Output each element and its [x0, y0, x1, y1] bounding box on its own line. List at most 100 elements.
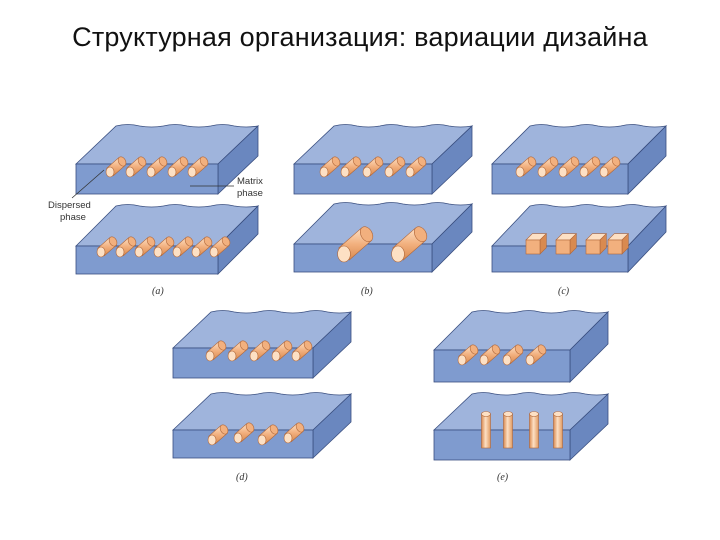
fiber-end	[491, 344, 501, 355]
slab-top-face	[171, 310, 353, 349]
fiber-end	[331, 156, 341, 167]
dispersed-leader-line	[71, 169, 105, 199]
slab-e-bottom	[432, 392, 610, 461]
slab-b-top	[292, 124, 474, 195]
slab-top-face	[171, 392, 353, 431]
slab-e-top	[433, 310, 610, 383]
fiber-end	[137, 156, 147, 167]
caption-c: (c)	[558, 286, 570, 297]
slab-front-face	[433, 429, 571, 461]
caption-e: (e)	[497, 472, 509, 483]
fiber-end	[261, 340, 271, 351]
fiber-cross-section	[405, 166, 415, 178]
fiber-end	[549, 156, 559, 167]
fiber-cross-section	[209, 246, 219, 258]
fiber-end	[396, 156, 406, 167]
slab-b-bottom	[293, 202, 474, 273]
fiber-end	[413, 226, 428, 242]
slab-top-face	[433, 310, 610, 351]
fiber-cross-section	[537, 166, 547, 178]
fiber-cross-section	[172, 246, 182, 258]
fiber-end	[269, 424, 279, 435]
fiber-cross-section	[599, 166, 609, 178]
fiber-end	[221, 236, 231, 247]
fiber-cross-section	[207, 434, 217, 446]
fiber-cross-section	[515, 166, 525, 178]
slide-title: Структурная организация: вариации дизайн…	[72, 22, 648, 52]
fiber-cross-section	[105, 166, 115, 178]
fiber-cross-section	[187, 166, 197, 178]
slab-top-face	[75, 204, 260, 247]
slab-d-top	[171, 310, 353, 379]
slab-d-bottom	[171, 392, 353, 459]
fiber-cross-section	[391, 245, 405, 263]
fiber-end	[303, 340, 313, 351]
caption-a: (a)	[152, 286, 164, 297]
vertical-fiber-top	[503, 411, 513, 417]
fiber-cross-section	[115, 246, 125, 258]
slab-a-top	[74, 124, 260, 195]
slab-top-face	[491, 124, 668, 165]
fiber-cross-section	[146, 166, 156, 178]
fiber-end	[469, 344, 479, 355]
fiber-cross-section	[340, 166, 350, 178]
fiber-end	[417, 156, 427, 167]
fiber-end	[219, 424, 229, 435]
fiber-cross-section	[558, 166, 568, 178]
caption-b: (b)	[361, 286, 373, 297]
fiber-end	[217, 340, 227, 351]
fiber-end	[359, 226, 374, 242]
slab-top-face	[74, 124, 260, 165]
fiber-cross-section	[479, 354, 489, 366]
fiber-end	[117, 156, 127, 167]
slab-c-bottom	[491, 204, 668, 274]
fiber-end	[245, 422, 255, 433]
cube-particle-front	[525, 239, 541, 255]
slab-layer	[74, 124, 668, 461]
fiber-cross-section	[227, 350, 237, 362]
fiber-cross-section	[337, 245, 351, 263]
fiber-end	[179, 156, 189, 167]
matrix-phase-label-1: Matrix	[237, 176, 263, 187]
fiber-end	[514, 344, 524, 355]
vertical-fiber	[529, 413, 539, 449]
cube-particle-front	[585, 239, 601, 255]
slab-top-face	[292, 124, 474, 165]
fiber-cross-section	[191, 246, 201, 258]
fiber-cross-section	[283, 432, 293, 444]
slab-top-face	[432, 392, 610, 431]
fiber-end	[239, 340, 249, 351]
fiber-cross-section	[96, 246, 106, 258]
fiber-end	[570, 156, 580, 167]
fiber-cross-section	[457, 354, 467, 366]
fiber-cross-section	[319, 166, 329, 178]
fiber-end	[203, 236, 213, 247]
fiber-end	[537, 344, 547, 355]
fiber-cross-section	[134, 246, 144, 258]
fiber-cross-section	[384, 166, 394, 178]
fiber-cross-section	[167, 166, 177, 178]
fiber-cross-section	[249, 350, 259, 362]
fiber-end	[165, 236, 175, 247]
fiber-end	[283, 340, 293, 351]
vertical-fiber-top	[529, 411, 539, 417]
fiber-cross-section	[271, 350, 281, 362]
slab-top-face	[293, 202, 474, 245]
fiber-end	[352, 156, 362, 167]
vertical-fiber	[553, 413, 563, 449]
fiber-end	[295, 422, 305, 433]
fiber-end	[591, 156, 601, 167]
fiber-end	[527, 156, 537, 167]
fiber-end	[199, 156, 209, 167]
fiber-end	[374, 156, 384, 167]
cube-particle-front	[555, 239, 571, 255]
slab-a-bottom	[75, 204, 260, 275]
fiber-end	[158, 156, 168, 167]
slab-c-top	[491, 124, 668, 195]
cube-particle-front	[607, 239, 623, 255]
fiber-end	[127, 236, 137, 247]
fiber-end	[611, 156, 621, 167]
dispersed-phase-label-2: phase	[60, 212, 86, 223]
vertical-fiber	[481, 413, 491, 449]
